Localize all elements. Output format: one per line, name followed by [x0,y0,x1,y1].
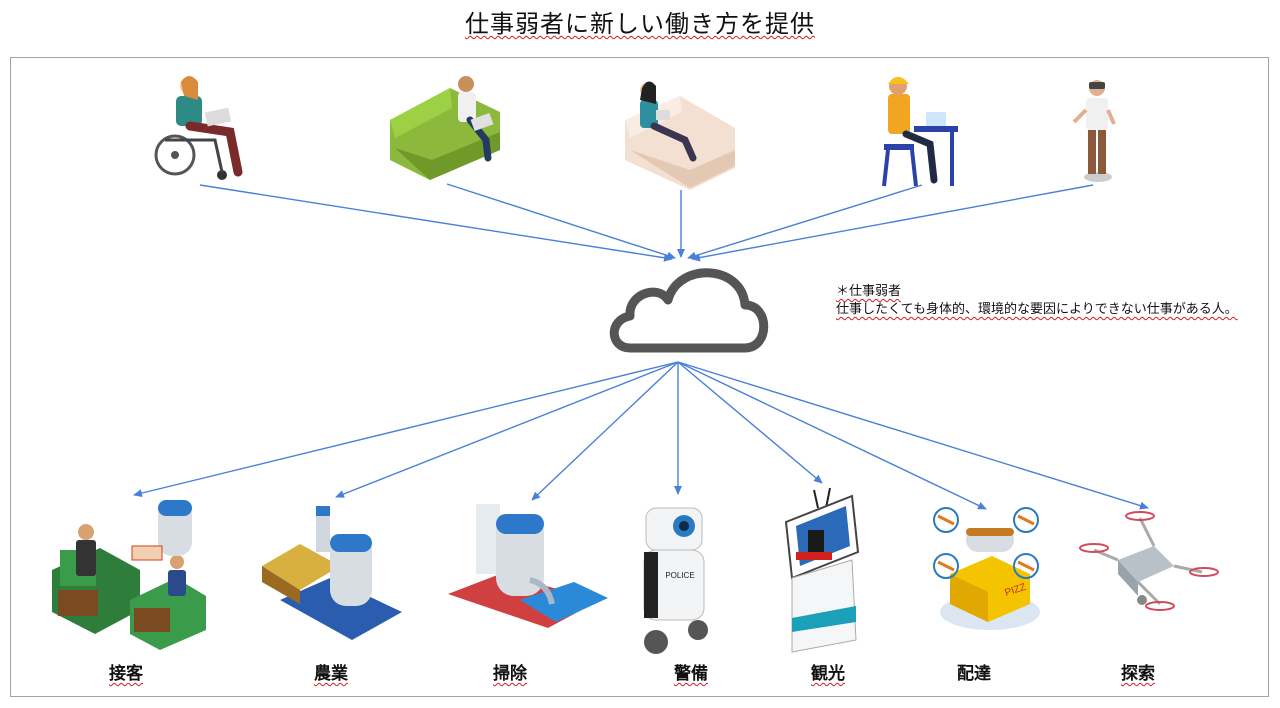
task-label-reception: 接客 [109,664,143,684]
arrow-task-6 [677,361,987,510]
note-text: 仕事したくても身体的、環境的な要因によりできない仕事がある人。 [836,302,1238,317]
exploration-drone-icon [1079,511,1219,611]
arrow-task-1 [133,361,679,497]
delivery-drone-icon: PIZZ [933,507,1040,630]
note-heading: ＊仕事弱者 [836,284,902,299]
wheelchair-worker-icon [154,76,243,180]
task-label-farming: 農業 [314,664,348,684]
arrow-task-3 [531,361,679,501]
arrow-person-1 [199,184,673,262]
cloud-icon [609,268,769,353]
arrow-task-2 [335,361,679,498]
construction-worker-at-desk-icon [882,77,958,187]
diagram-frame [10,57,1269,697]
woman-on-beige-sofa-icon [625,81,735,190]
man-on-green-sofa-icon [390,76,500,180]
arrow-task-5 [677,361,823,484]
arrow-task-7 [677,361,1149,510]
page-title: 仕事弱者に新しい働き方を提供 [465,10,815,38]
police-robot-icon: POLICE [643,507,708,654]
task-label-cleaning: 掃除 [493,664,527,684]
farming-robot-icon [262,506,402,640]
vr-headset-user-icon [1072,80,1116,182]
tourism-robot-icon [784,487,860,653]
arrow-person-2 [446,183,676,260]
reception-robot-icon [52,500,206,650]
arrow-person-5 [691,184,1094,262]
input-arrows [199,183,1094,262]
task-label-exploration: 探索 [1121,664,1155,684]
arrow-person-4 [687,184,923,260]
output-arrows [133,361,1149,510]
task-label-security: 警備 [674,664,708,684]
svg-text:POLICE: POLICE [665,571,694,580]
task-label-tourism: 観光 [811,664,845,684]
cleaning-robot-icon [448,504,608,628]
task-label-delivery: 配達 [957,664,991,684]
note-box: ＊仕事弱者 仕事したくても身体的、環境的な要因によりできない仕事がある人。 [836,283,1238,319]
